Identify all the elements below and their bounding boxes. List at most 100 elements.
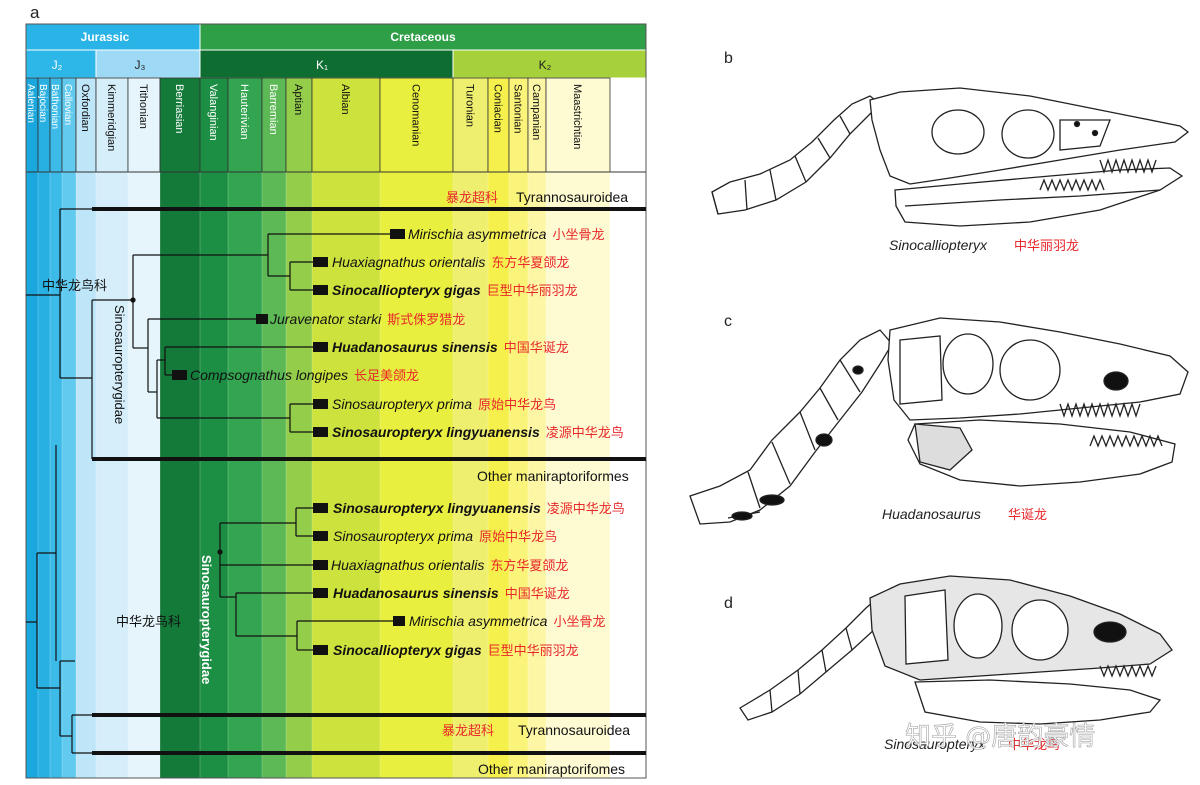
stage-label-santonian: Santonian bbox=[512, 84, 524, 134]
tree2-taxon-5-cn: 小坐骨龙 bbox=[553, 615, 605, 630]
tree2-taxon-2-cn: 原始中华龙鸟 bbox=[479, 529, 557, 545]
tree2-family-cn: 中华龙鸟科 bbox=[116, 614, 181, 630]
stage-label-maastrichtian: Maastrichtian bbox=[571, 84, 583, 149]
stage-label-aptian: Aptian bbox=[292, 84, 304, 115]
tree2-taxon-2-en: Sinosauropteryx prima bbox=[333, 528, 473, 544]
stage-bg-turonian bbox=[453, 172, 488, 778]
tree1-taxon-8-en: Sinosauropteryx lingyuanensis bbox=[332, 424, 540, 440]
tree2-taxon-4-en: Huadanosaurus sinensis bbox=[333, 585, 499, 601]
skull-c-caption-en: Huadanosaurus bbox=[882, 506, 981, 522]
tree1-taxon-2-en: Huaxiagnathus orientalis bbox=[332, 254, 485, 270]
skull-b-caption-cn: 中华丽羽龙 bbox=[1014, 239, 1079, 254]
stage-bg-bajocian bbox=[38, 172, 50, 778]
geologic-timescale: Jurassic Cretaceous J₂ J₃ K₁ K₂ Aalenian… bbox=[25, 23, 647, 779]
panel-label-b: b bbox=[724, 50, 733, 67]
epoch-k1-cell bbox=[199, 49, 454, 79]
tree2-taxon-6-cn: 巨型中华丽羽龙 bbox=[488, 644, 579, 659]
stage-label-valanginian: Valanginian bbox=[207, 84, 219, 141]
tree1-taxon-4-en: Juravenator starki bbox=[269, 311, 382, 327]
epoch-k2-cell bbox=[452, 49, 647, 79]
stage-label-hauterivian: Hauterivian bbox=[238, 84, 250, 140]
tree1-taxon-3-cn: 巨型中华丽羽龙 bbox=[487, 284, 578, 299]
sinosauropterygidae-node-dot bbox=[130, 297, 136, 303]
stage-cell-turonian bbox=[452, 77, 489, 173]
stage-bg-campanian bbox=[528, 172, 546, 778]
epoch-k1-label: K₁ bbox=[316, 58, 328, 72]
period-cretaceous-label: Cretaceous bbox=[390, 30, 456, 44]
stage-label-bathonian: Bathonian bbox=[49, 84, 60, 129]
skull-sinocalliopteryx-drawing bbox=[711, 87, 1190, 227]
stage-bg-barremian bbox=[262, 172, 286, 778]
tree2-taxon-4-cn: 中国华诞龙 bbox=[505, 587, 570, 602]
stage-cell-hauterivian bbox=[227, 77, 263, 173]
tree1-clade-label: Sinosauropterygidae bbox=[112, 305, 127, 424]
stage-label-cenomanian: Cenomanian bbox=[410, 84, 422, 146]
stage-cell-berriasian bbox=[159, 77, 201, 173]
tree2-taxon-3-en: Huaxiagnathus orientalis bbox=[331, 557, 484, 573]
tree1-family-cn: 中华龙鸟科 bbox=[42, 278, 107, 294]
stage-label-aalenian: Aalenian bbox=[25, 84, 36, 123]
stage-label-kimmeridgian: Kimmeridgian bbox=[105, 84, 117, 151]
stage-bg-albian bbox=[312, 172, 380, 778]
stage-label-albian: Albian bbox=[339, 84, 351, 115]
stage-bg-berriasian bbox=[160, 172, 200, 778]
tree1-taxon-5-en: Huadanosaurus sinensis bbox=[332, 339, 498, 355]
epoch-j3-cell bbox=[95, 49, 201, 79]
stage-cell-kimmeridgian bbox=[95, 77, 129, 173]
tree2-taxon-1-cn: 凌源中华龙鸟 bbox=[547, 501, 625, 517]
sinosauropterygidae-node-dot-2 bbox=[217, 549, 223, 555]
stage-gridlines bbox=[37, 172, 611, 778]
tree2-clade-label: Sinosauropterygidae bbox=[199, 555, 214, 684]
panel-label-d: d bbox=[724, 595, 733, 612]
epoch-j3-label: J₃ bbox=[135, 58, 146, 72]
skull-b-caption-en: Sinocalliopteryx bbox=[889, 237, 988, 253]
stage-label-turonian: Turonian bbox=[464, 84, 476, 127]
panel-label-a: a bbox=[30, 3, 40, 22]
skull-sinosauropteryx-drawing bbox=[739, 575, 1173, 725]
stage-bg-cenomanian bbox=[380, 172, 453, 778]
skull-d-caption-cn: 中华龙鸟 bbox=[1008, 737, 1060, 753]
tree1-taxon-6-en: Compsognathus longipes bbox=[190, 367, 348, 383]
stage-cell-albian bbox=[311, 77, 381, 173]
cladogram-bottom bbox=[26, 445, 646, 755]
tree2-outgroup-2-en: Other maniraptorifomes bbox=[478, 761, 625, 777]
stage-label-berriasian: Berriasian bbox=[173, 84, 185, 134]
stage-background-columns bbox=[26, 172, 610, 778]
panel-label-c: c bbox=[724, 313, 732, 330]
stage-label-barremian: Barremian bbox=[267, 84, 279, 135]
tree1-taxon-2-cn: 东方华夏颌龙 bbox=[491, 255, 569, 271]
period-jurassic-label: Jurassic bbox=[81, 30, 130, 44]
stage-bg-aalenian bbox=[26, 172, 38, 778]
stage-label-oxfordian: Oxfordian bbox=[79, 84, 91, 132]
stage-bg-kimmeridgian bbox=[96, 172, 128, 778]
tree1-taxon-7-cn: 原始中华龙鸟 bbox=[478, 397, 556, 413]
tree1-taxon-5-cn: 中国华诞龙 bbox=[504, 341, 569, 356]
tree1-taxon-3-en: Sinocalliopteryx gigas bbox=[332, 282, 481, 298]
tree1-taxon-4-cn: 斯式侏罗猎龙 bbox=[387, 313, 465, 328]
stage-label-bajocian: Bajocian bbox=[37, 84, 48, 122]
tree2-taxon-6-en: Sinocalliopteryx gigas bbox=[333, 642, 482, 658]
stage-cell-barremian bbox=[261, 77, 287, 173]
stage-cell-tithonian bbox=[127, 77, 161, 173]
tree2-taxon-5-en: Mirischia asymmetrica bbox=[409, 613, 548, 629]
tree1-taxon-6-cn: 长足美颌龙 bbox=[354, 369, 419, 384]
stage-label-tithonian: Tithonian bbox=[137, 84, 149, 129]
taxon-range-boxes-top bbox=[172, 229, 405, 437]
skull-d-caption-en: Sinosauropteryx bbox=[884, 736, 986, 752]
epoch-k2-label: K₂ bbox=[539, 58, 552, 72]
skull-c-caption-cn: 华诞龙 bbox=[1008, 508, 1047, 523]
stage-label-campanian: Campanian bbox=[530, 84, 542, 140]
stage-bg-valanginian bbox=[200, 172, 228, 778]
stage-cell-cenomanian bbox=[379, 77, 454, 173]
stage-bg-hauterivian bbox=[228, 172, 262, 778]
skull-huadanosaurus-drawing bbox=[689, 317, 1189, 525]
stage-label-callovian: Callovian bbox=[62, 84, 73, 125]
timescale-frame bbox=[25, 23, 647, 779]
watermark: 知乎 @唐韵豪情 bbox=[905, 722, 1095, 752]
tree2-taxon-3-cn: 东方华夏颌龙 bbox=[490, 558, 568, 574]
tree1-taxon-7-en: Sinosauropteryx prima bbox=[332, 396, 472, 412]
stage-bg-coniacian bbox=[488, 172, 509, 778]
